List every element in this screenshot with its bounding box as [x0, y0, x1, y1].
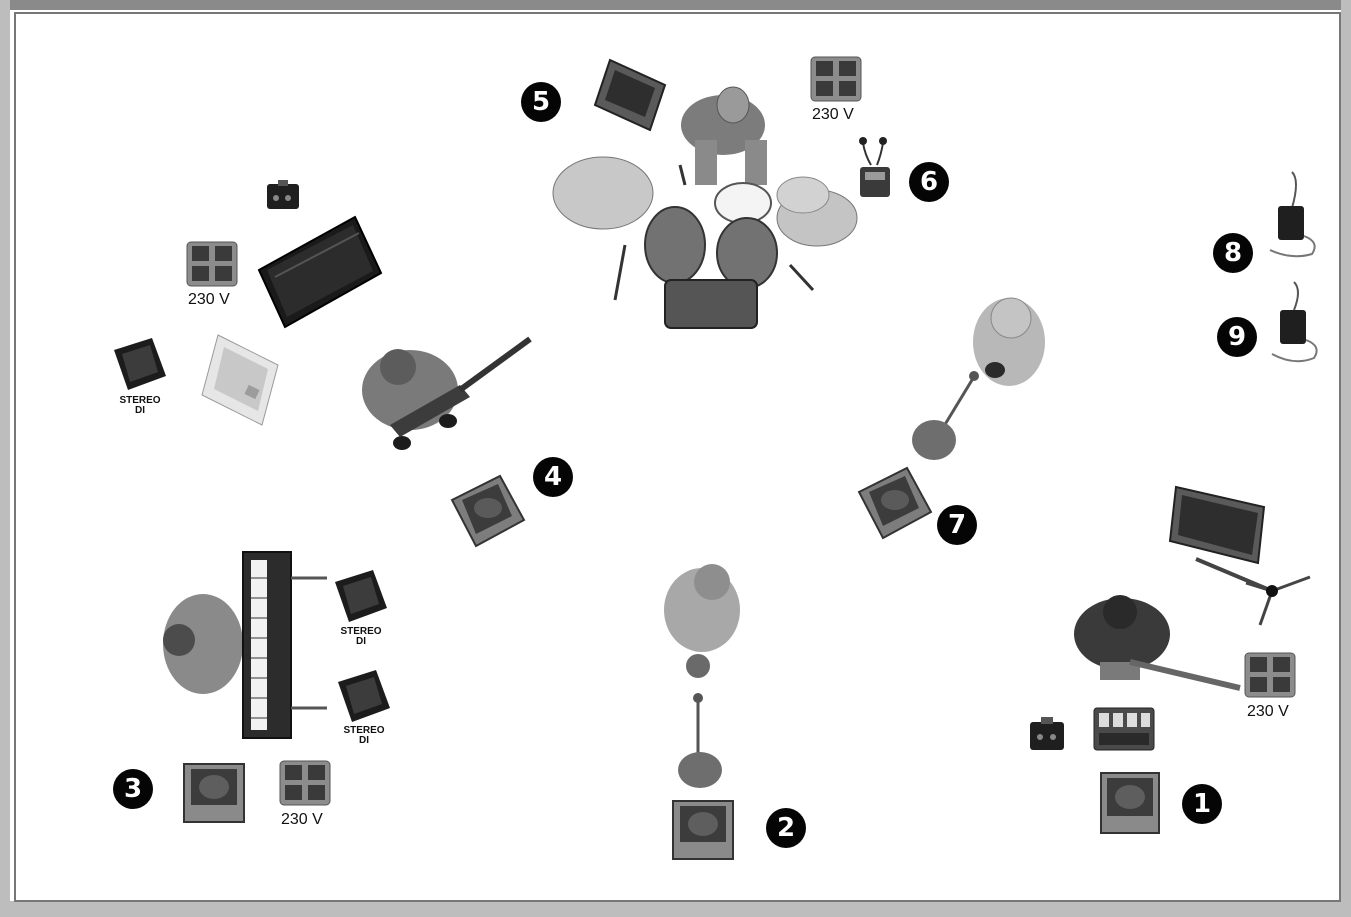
floor-wedge-monitor — [1100, 772, 1160, 834]
guitarist — [1070, 592, 1245, 692]
floor-wedge-monitor — [183, 763, 245, 823]
guitar-amp — [255, 215, 385, 330]
pedal-icon — [266, 180, 300, 210]
power-label: 230 V — [188, 291, 230, 309]
power-outlet-icon — [810, 56, 862, 102]
power-label: 230 V — [281, 811, 323, 829]
stereo-di-box-icon — [336, 668, 392, 724]
position-badge-8: 8 — [1213, 233, 1253, 273]
position-badge-1: 1 — [1182, 784, 1222, 824]
position-badge-6: 6 — [909, 162, 949, 202]
mic-stand-icon — [676, 690, 726, 790]
frame-bottom — [0, 901, 1351, 917]
position-badge-7: 7 — [937, 505, 977, 545]
laptop-icon — [198, 333, 280, 428]
floor-wedge-monitor — [855, 462, 935, 542]
stereo-di-box-icon — [333, 568, 389, 624]
keyboardist — [155, 548, 335, 743]
floor-wedge-monitor — [448, 470, 528, 550]
mic-stand-icon — [910, 370, 985, 465]
in-ear-receiver-icon — [855, 135, 895, 200]
guitar-amp — [1168, 485, 1268, 565]
floor-wedge-monitor — [672, 800, 734, 862]
position-badge-3: 3 — [113, 769, 153, 809]
pedal-icon — [1029, 717, 1065, 751]
wireless-pack-icon — [1262, 170, 1322, 260]
power-label: 230 V — [812, 106, 854, 124]
wireless-pack-icon — [1264, 280, 1324, 370]
power-outlet-icon — [1244, 652, 1296, 698]
power-outlet-icon — [279, 760, 331, 806]
frame-left — [0, 0, 10, 917]
frame-top — [0, 0, 1351, 10]
position-badge-4: 4 — [533, 457, 573, 497]
power-outlet-icon — [186, 241, 238, 287]
power-label: 230 V — [1247, 703, 1289, 721]
frame-right — [1341, 0, 1351, 917]
lead-vocalist — [660, 560, 745, 685]
position-badge-9: 9 — [1217, 317, 1257, 357]
pedalboard-icon — [1093, 707, 1155, 751]
stereo-di-box-icon — [112, 336, 168, 392]
position-badge-2: 2 — [766, 808, 806, 848]
guitarist — [350, 335, 535, 455]
position-badge-5: 5 — [521, 82, 561, 122]
